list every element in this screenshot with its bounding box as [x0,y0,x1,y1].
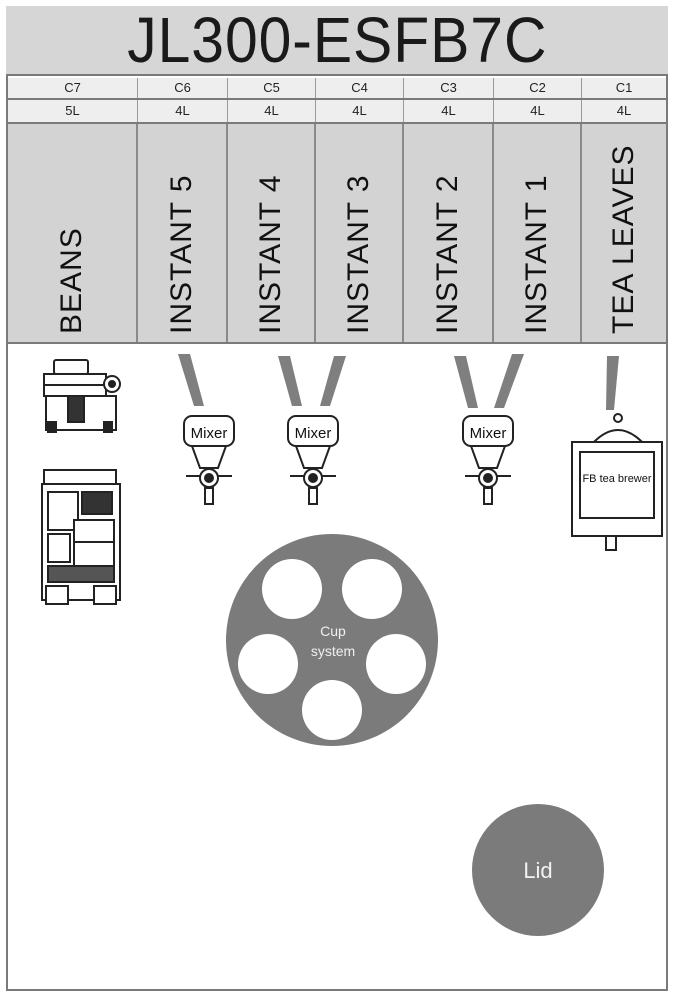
volume-c3: 4L [404,100,494,122]
cup-slot [302,680,362,740]
machine-diagram: Mixer Mixer Mixer FB tea brewer [41,354,663,936]
canister-label-instant-2: INSTANT 2 [431,174,464,334]
canister-instant-3: INSTANT 3 [316,124,404,342]
cup-slot [342,559,402,619]
cup-system-label-line2: system [311,643,355,659]
volume-c5: 4L [228,100,316,122]
model-title: JL300-ESFB7C [126,4,548,76]
model-title-bar: JL300-ESFB7C [6,6,668,76]
coffee-brewer-icon [41,469,121,605]
cup-system: Cup system [226,534,438,746]
cup-slot [262,559,322,619]
canister-instant-4: INSTANT 4 [228,124,316,342]
volume-c4: 4L [316,100,404,122]
mixer-label-3: Mixer [470,425,507,442]
code-c3: C3 [404,78,494,98]
canister-label-instant-5: INSTANT 5 [165,174,198,334]
chute-icon [178,354,619,410]
code-c5: C5 [228,78,316,98]
lid: Lid [472,804,604,936]
volume-c2: 4L [494,100,582,122]
grinder-icon [43,359,121,433]
code-c6: C6 [138,78,228,98]
canister-tea-leaves: TEA LEAVES [582,124,666,342]
mixer-label-2: Mixer [295,425,332,442]
canister-beans: BEANS [8,124,138,342]
canister-volume-row: 5L 4L 4L 4L 4L 4L 4L [8,100,666,124]
canister-label-beans: BEANS [55,227,88,334]
lid-disc [472,804,604,936]
lid-label: Lid [523,858,552,883]
tea-brewer-icon: FB tea brewer [571,413,663,551]
canister-label-tea-leaves: TEA LEAVES [607,144,640,334]
canister-label-instant-3: INSTANT 3 [342,174,375,334]
mixer-icon: Mixer [462,415,514,505]
mixer-icon: Mixer [183,415,235,505]
cup-slot [238,634,298,694]
mixer-icon: Mixer [287,415,339,505]
cup-system-label-line1: Cup [320,623,346,639]
code-c1: C1 [582,78,666,98]
volume-c6: 4L [138,100,228,122]
cup-slot [366,634,426,694]
tea-brewer-label: FB tea brewer [582,473,651,485]
code-c2: C2 [494,78,582,98]
canister-label-instant-1: INSTANT 1 [520,174,553,334]
code-c4: C4 [316,78,404,98]
canister-instant-2: INSTANT 2 [404,124,494,342]
mixer-label-1: Mixer [191,425,228,442]
canister-code-row: C7 C6 C5 C4 C3 C2 C1 [8,78,666,100]
canister-instant-1: INSTANT 1 [494,124,582,342]
canister-instant-5: INSTANT 5 [138,124,228,342]
canister-panel: BEANS INSTANT 5 INSTANT 4 INSTANT 3 INST… [8,124,666,344]
canister-label-instant-4: INSTANT 4 [254,174,287,334]
code-c7: C7 [8,78,138,98]
volume-c7: 5L [8,100,138,122]
volume-c1: 4L [582,100,666,122]
